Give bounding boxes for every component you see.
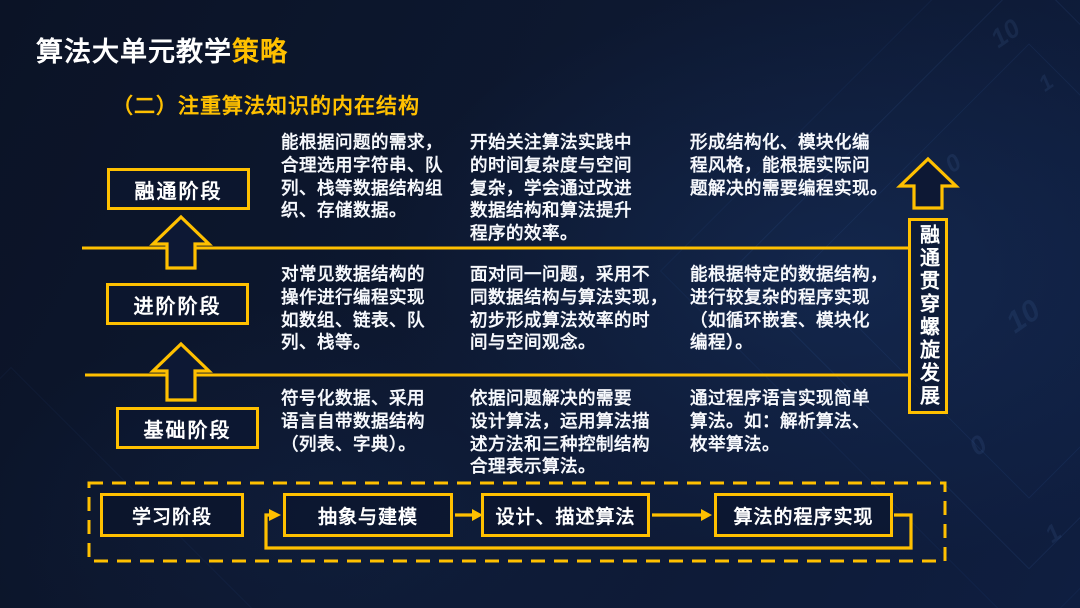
desc-rongtong-algo: 开始关注算法实践中 的时间复杂度与空间 复杂，学会通过改进 数据结构和算法提升 … [470,132,632,243]
flow-box-design-describe: 设计、描述算法 [481,493,650,537]
flow-label: 设计、描述算法 [495,506,636,528]
stage-label: 融通阶段 [134,180,223,203]
flow-label: 抽象与建模 [317,506,418,528]
desc-rongtong-program: 形成结构化、模块化编 程风格，能根据实际问 题解决的需要编程实现。 [690,132,888,198]
binary-digit: 1 [1033,68,1058,97]
spiral-development-text: 融通贯穿螺旋发展 [916,224,939,408]
spiral-development-banner: 融通贯穿螺旋发展 [908,218,948,414]
desc-jinjie-algo: 面对同一问题，采用不 同数据结构与算法实现， 初步形成算法效率的时 间与空间观念… [470,264,668,353]
flow-box-program-implementation: 算法的程序实现 [714,493,893,537]
page-title-accent: 策略 [232,37,288,67]
up-arrow-icon [896,156,960,210]
desc-jichu-program: 通过程序语言实现简单 算法。如：解析算法、 枚举算法。 [690,388,870,454]
loop-arrowhead-icon [269,509,281,521]
desc-jinjie-program: 能根据特定的数据结构， 进行较复杂的程序实现 （如循环嵌套、模块化 编程）。 [690,264,888,353]
desc-rongtong-data: 能根据问题的需求， 合理选用字符串、队 列、栈等数据结构组 织、存储数据。 [281,132,443,221]
stage-box-rongtong: 融通阶段 [107,168,250,210]
stage-box-jinjie: 进阶阶段 [106,283,249,325]
desc-jichu-algo: 依据问题解决的需要 设计算法，运用算法描 述方法和三种控制结构 合理表示算法。 [470,388,650,477]
binary-digit: 0 [939,148,967,179]
flow-label: 算法的程序实现 [733,506,874,528]
desc-jinjie-data: 对常见数据结构的 操作进行编程实现 如数组、链表、队 列、栈等。 [281,264,425,353]
flow-box-abstraction-modeling: 抽象与建模 [283,493,453,537]
binary-digit: 10 [984,12,1026,54]
up-arrow-icon [149,214,213,270]
circuit-decor [0,366,282,608]
stage-box-jichu: 基础阶段 [116,407,259,449]
subtitle: （二）注重算法知识的内在结构 [112,94,420,118]
flow-arrowhead-icon [701,509,712,521]
flow-box-learning-stage: 学习阶段 [100,493,244,537]
desc-jichu-data: 符号化数据、采用 语言自带数据结构 （列表、字典）。 [281,388,425,454]
page-title: 算法大单元教学策略 [36,30,288,69]
page-title-main: 算法大单元教学 [36,37,232,67]
binary-digit: 0 [962,428,993,462]
up-arrow-icon [149,341,213,402]
binary-digit: 1 [1039,518,1067,549]
binary-digit: 10 [999,293,1047,340]
stage-label: 进阶阶段 [133,295,222,318]
stage-label: 基础阶段 [143,419,232,442]
flow-label: 学习阶段 [131,506,212,528]
